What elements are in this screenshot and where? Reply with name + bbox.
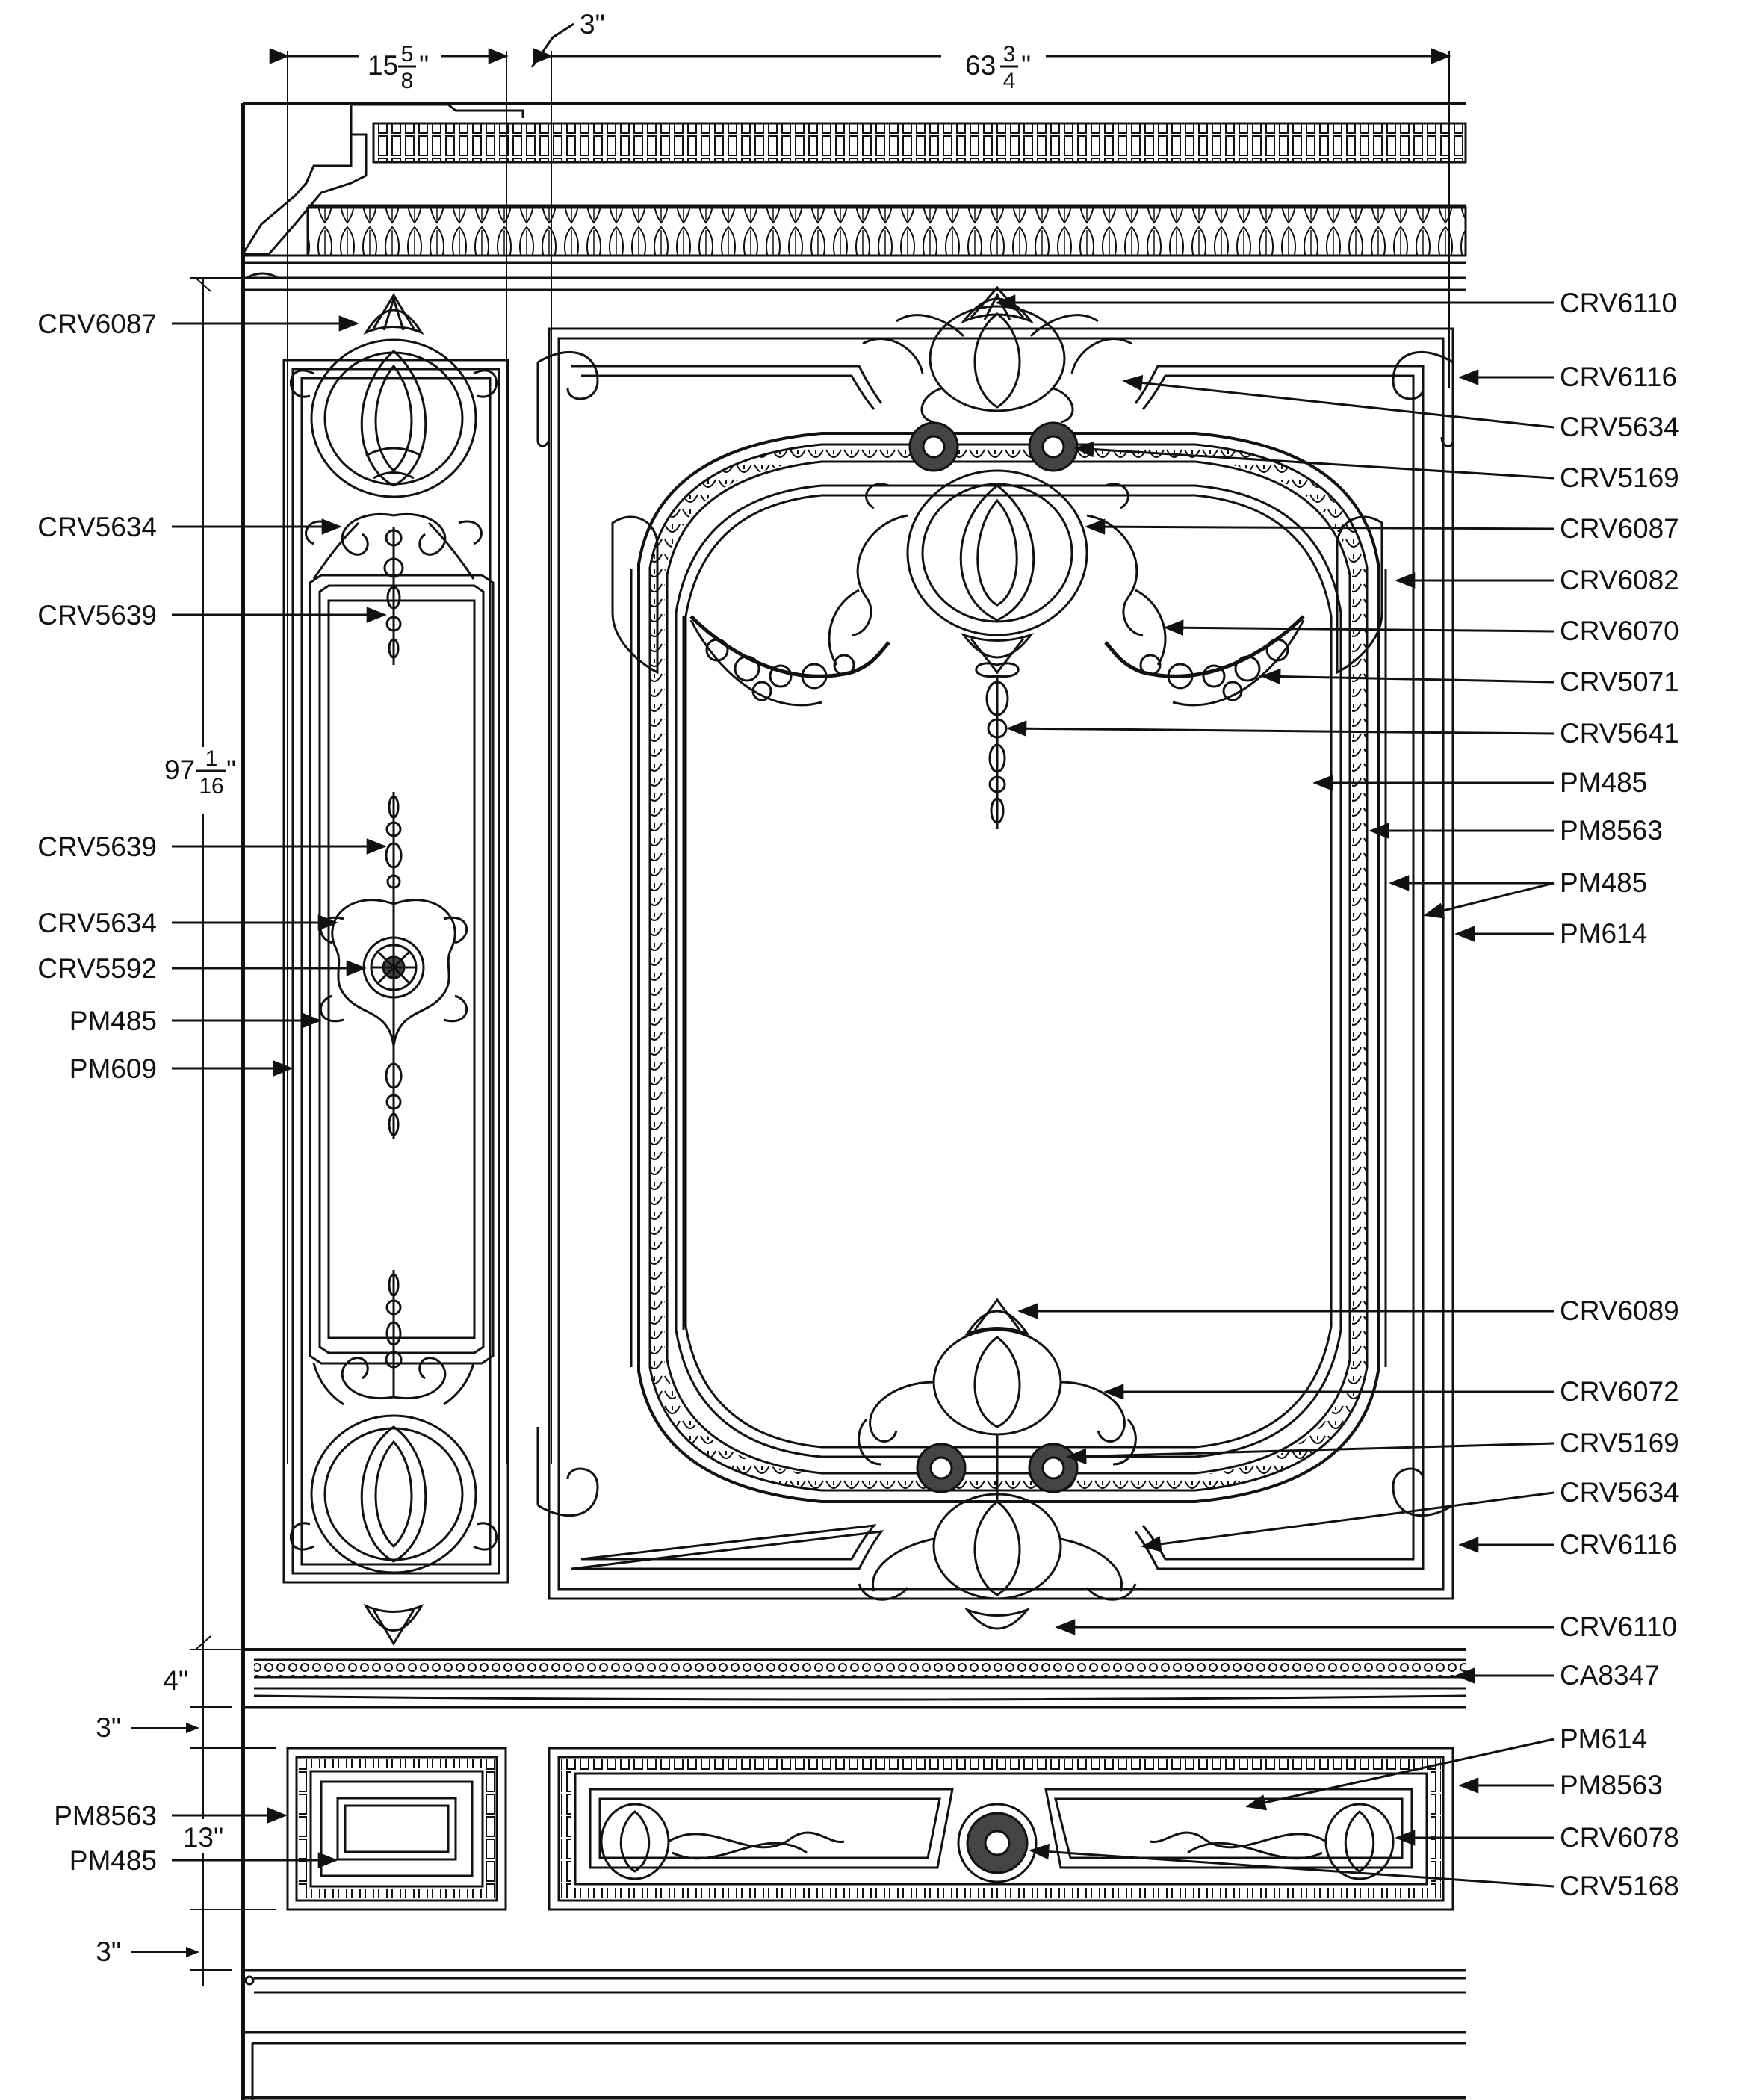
label-r-crv6070: CRV6070 [1560, 616, 1679, 646]
dimension-text: 15 5 8 " 3" 63 3 4 " 97 1 16 " 4" 3" 13"… [96, 9, 1031, 1967]
label-r-pm485-a: PM485 [1560, 767, 1647, 798]
dim-top-left-unit: " [419, 50, 429, 81]
label-r-crv5169-bottom: CRV5169 [1560, 1428, 1679, 1458]
baseboard [243, 1969, 1466, 2100]
dim-height-whole: 97 [164, 755, 195, 785]
label-l-pm485: PM485 [69, 1006, 157, 1036]
dim-top-right-den: 4 [1003, 69, 1016, 93]
label-r-crv6082: CRV6082 [1560, 565, 1679, 595]
dim-height-num: 1 [205, 746, 218, 771]
dim-top-right-unit: " [1021, 50, 1031, 81]
label-l-crv6087: CRV6087 [37, 309, 157, 339]
label-r-crv6087: CRV6087 [1560, 513, 1679, 544]
label-r-crv5071: CRV5071 [1560, 666, 1679, 697]
label-l-pm485-dado: PM485 [69, 1845, 157, 1876]
dim-top-left-whole: 15 [368, 50, 398, 81]
label-r-crv6110-bottom: CRV6110 [1560, 1611, 1677, 1642]
dim-chair-rail: 4" [163, 1665, 188, 1696]
label-r-pm614-dado: PM614 [1560, 1723, 1647, 1754]
label-l-pm8563: PM8563 [54, 1800, 157, 1831]
label-r-crv6116-top: CRV6116 [1560, 362, 1677, 392]
label-r-crv6110-top: CRV6110 [1560, 288, 1677, 318]
dim-dado-top: 3" [96, 1712, 121, 1743]
label-l-pm609: PM609 [69, 1053, 157, 1084]
dim-dado-bottom: 3" [96, 1936, 121, 1967]
main-panel-frames [548, 327, 1454, 1600]
dim-height-den: 16 [199, 774, 223, 799]
label-r-pm8563-dado: PM8563 [1560, 1770, 1663, 1800]
left-callouts [172, 315, 387, 1868]
wall-outline [241, 103, 254, 2100]
label-l-crv5634-mid: CRV5634 [37, 908, 157, 938]
dim-height-unit: " [226, 755, 236, 785]
left-panel-top-ornament [289, 293, 498, 665]
label-r-ca8347: CA8347 [1560, 1660, 1660, 1691]
left-callout-labels: CRV6087 CRV5634 CRV5639 CRV5639 CRV5634 … [37, 309, 157, 1876]
cornice [241, 102, 1467, 291]
left-panel-center-ornament [319, 792, 468, 1139]
label-r-pm485-b: PM485 [1560, 867, 1647, 898]
label-r-crv6072: CRV6072 [1560, 1376, 1679, 1407]
label-r-pm8563: PM8563 [1560, 815, 1663, 846]
label-r-pm614: PM614 [1560, 918, 1647, 949]
right-callout-labels: CRV6110 CRV6116 CRV5634 CRV5169 CRV6087 … [1560, 288, 1679, 1901]
label-l-crv5639-mid: CRV5639 [37, 831, 157, 862]
label-r-crv5634-bottom: CRV5634 [1560, 1477, 1679, 1508]
dimension-lines [131, 22, 1451, 1986]
label-r-crv5634-top: CRV5634 [1560, 412, 1679, 442]
dim-top-right-whole: 63 [965, 50, 996, 81]
label-l-crv5639-top: CRV5639 [37, 600, 157, 631]
main-panel-top-ornament [536, 285, 1454, 829]
dado-left-panel [286, 1747, 507, 1911]
dim-top-left-den: 8 [401, 69, 414, 93]
label-r-crv5168: CRV5168 [1560, 1871, 1679, 1901]
dim-top-left-num: 5 [401, 42, 414, 66]
label-r-crv6116-bottom: CRV6116 [1560, 1529, 1677, 1560]
label-r-crv5641: CRV5641 [1560, 718, 1679, 749]
dado-right-panel [548, 1747, 1454, 1911]
label-r-crv5169-top: CRV5169 [1560, 462, 1679, 493]
chair-rail [243, 1648, 1466, 1709]
label-r-crv6089: CRV6089 [1560, 1295, 1679, 1326]
label-l-crv5592: CRV5592 [37, 953, 157, 984]
dim-dado-panel: 13" [183, 1822, 223, 1853]
dim-top-gap: 3" [580, 9, 605, 40]
left-panel-bottom-ornament [289, 1270, 498, 1646]
right-callouts [995, 294, 1555, 1888]
label-l-crv5634-top: CRV5634 [37, 512, 157, 542]
label-r-crv6078: CRV6078 [1560, 1822, 1679, 1853]
dim-top-right-num: 3 [1003, 42, 1016, 66]
main-panel-bottom-ornament [536, 1298, 1454, 1630]
